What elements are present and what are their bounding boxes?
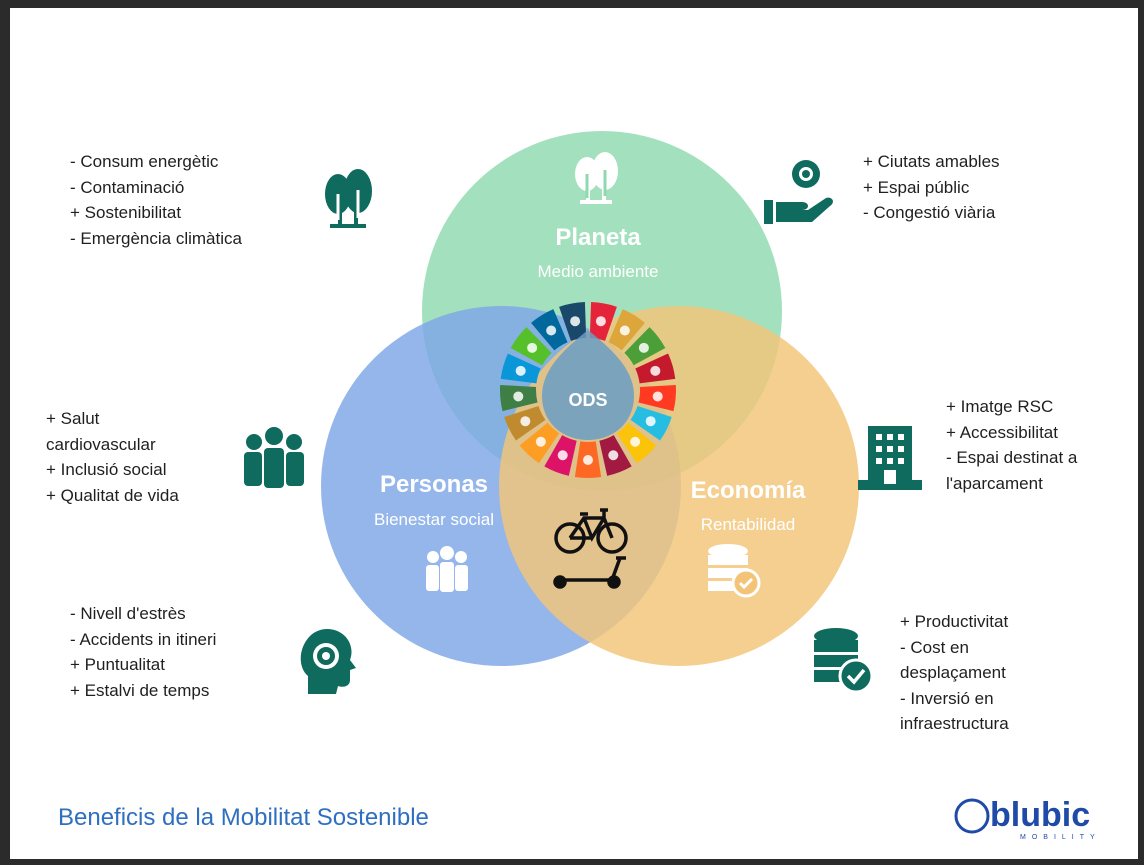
list-top-right: + Ciutats amables + Espai públic - Conge…: [863, 149, 1000, 226]
personas-subtitle: Bienestar social: [374, 510, 494, 529]
sdg-wheel: [500, 302, 676, 479]
sdg-goal-icon: [535, 436, 546, 447]
list-item: - Nivell d'estrès: [70, 604, 186, 623]
team-icon: [244, 427, 304, 488]
trees-icon: [325, 169, 372, 228]
list-item: + Estalvi de temps: [70, 680, 210, 700]
blubic-logo: blubic MOBILITY: [954, 796, 1101, 841]
sdg-goal-icon: [630, 436, 641, 447]
list-bottom-left: - Nivell d'estrès - Accidents in itineri…: [70, 601, 216, 703]
list-item: + Accessibilitat: [946, 422, 1058, 442]
list-item: - Accidents in itineri: [70, 629, 217, 649]
personas-title: Personas: [380, 471, 488, 498]
list-item: - Contaminació: [70, 177, 185, 197]
hand-award-icon: [764, 160, 833, 224]
sdg-goal-icon: [619, 325, 630, 336]
sdg-goal-icon: [645, 416, 656, 427]
sdg-goal-icon: [527, 342, 538, 353]
sdg-goal-icon: [638, 342, 649, 353]
sdg-goal-icon: [570, 316, 581, 327]
list-item: - Espai destinat a: [946, 448, 1078, 467]
list-item: - Consum energètic: [70, 152, 219, 171]
team-icon: [426, 546, 468, 592]
list-item: + Espai públic: [863, 177, 970, 197]
list-item: - Inversió en: [900, 688, 994, 708]
sdg-goal-icon: [520, 416, 531, 427]
planeta-subtitle: Medio ambiente: [538, 262, 659, 281]
sdg-goal-icon: [546, 325, 557, 336]
head-gear-icon: [300, 629, 356, 694]
sdg-goal-icon: [515, 365, 526, 376]
list-mid-right: + Imatge RSC + Accessibilitat - Espai de…: [946, 394, 1077, 496]
list-item: + Salut: [46, 409, 100, 428]
sdg-goal-icon: [513, 391, 524, 402]
list-item: + Ciutats amables: [863, 152, 1000, 171]
list-item: l'aparcament: [946, 473, 1043, 493]
bicycle-scooter-icon: [553, 508, 628, 589]
venn-diagram: ODS Planeta Medio ambiente Personas Bien…: [244, 131, 922, 694]
list-bottom-right: + Productivitat - Cost en desplaçament -…: [900, 609, 1009, 737]
list-top-left: - Consum energètic - Contaminació + Sost…: [70, 149, 242, 251]
list-item: cardiovascular: [46, 434, 156, 454]
ods-label: ODS: [568, 390, 607, 410]
sdg-goal-icon: [557, 450, 568, 461]
list-item: infraestructura: [900, 714, 1009, 733]
list-item: + Qualitat de vida: [46, 485, 179, 505]
database-check-icon: [814, 628, 874, 694]
list-item: desplaçament: [900, 663, 1006, 682]
list-mid-left: + Salut cardiovascular + Inclusió social…: [46, 406, 179, 508]
logo-tagline: MOBILITY: [1020, 834, 1101, 841]
building-icon: [858, 426, 922, 490]
list-item: + Sostenibilitat: [70, 203, 182, 222]
list-item: + Productivitat: [900, 612, 1009, 631]
infographic: ODS Planeta Medio ambiente Personas Bien…: [10, 8, 1138, 859]
list-item: - Cost en: [900, 637, 969, 657]
list-item: + Inclusió social: [46, 460, 167, 479]
sdg-goal-icon: [583, 455, 593, 465]
economia-subtitle: Rentabilidad: [701, 515, 796, 534]
database-check-icon: [708, 544, 761, 598]
list-item: - Emergència climàtica: [70, 228, 242, 248]
planeta-title: Planeta: [555, 224, 641, 251]
economia-title: Economía: [691, 477, 806, 504]
list-item: + Imatge RSC: [946, 397, 1054, 416]
ods-center: [542, 330, 634, 440]
sdg-goal-icon: [608, 450, 619, 461]
sdg-goal-icon: [652, 391, 663, 402]
logo-text: blubic: [990, 796, 1090, 834]
sdg-goal-icon: [595, 316, 606, 327]
list-item: - Congestió viària: [863, 203, 996, 222]
sdg-goal-icon: [650, 365, 661, 376]
list-item: + Puntualitat: [70, 655, 165, 674]
footer-title: Beneficis de la Mobilitat Sostenible: [58, 804, 429, 831]
